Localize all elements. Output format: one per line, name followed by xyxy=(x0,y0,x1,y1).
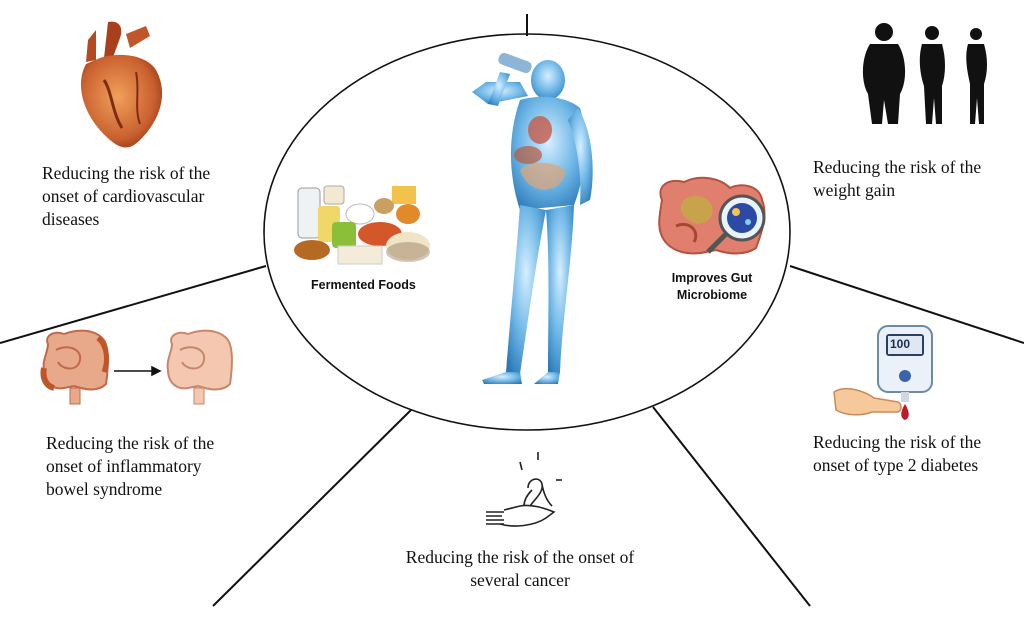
divider-left xyxy=(0,265,267,344)
human-body-figure xyxy=(472,52,593,384)
caption-inflammatory-bowel: Reducing the risk of the onset of inflam… xyxy=(46,433,215,499)
gut-microbiome-label: Improves Gut Microbiome xyxy=(671,271,753,302)
gut-microbiome-icon xyxy=(658,176,766,255)
fermented-foods-icon xyxy=(294,185,430,265)
cancer-ribbon-icon xyxy=(486,452,562,527)
caption-cancer: Reducing the risk of the onset of severa… xyxy=(405,547,635,590)
central-ellipse xyxy=(263,33,791,431)
arrow-icon xyxy=(114,365,162,377)
glucometer-icon xyxy=(877,325,933,402)
heart-icon xyxy=(80,21,163,148)
divider-bottom-right xyxy=(652,406,811,607)
hand-finger-icon xyxy=(833,387,902,416)
inflamed-intestine-icon xyxy=(40,329,109,405)
healthy-intestine-icon xyxy=(166,329,233,405)
fermented-foods-label: Fermented Foods xyxy=(311,278,416,292)
caption-type2-diabetes: Reducing the risk of the onset of type 2… xyxy=(813,432,982,475)
divider-right xyxy=(789,265,1024,344)
blood-drop-icon xyxy=(901,404,909,420)
caption-weight-gain: Reducing the risk of the weight gain xyxy=(813,157,982,200)
divider-bottom-left xyxy=(212,409,412,607)
weight-silhouettes-icon xyxy=(862,23,987,124)
caption-cardiovascular: Reducing the risk of the onset of cardio… xyxy=(42,163,211,229)
glucometer-reading: 100 xyxy=(890,337,911,351)
divider-lines xyxy=(0,14,1024,607)
